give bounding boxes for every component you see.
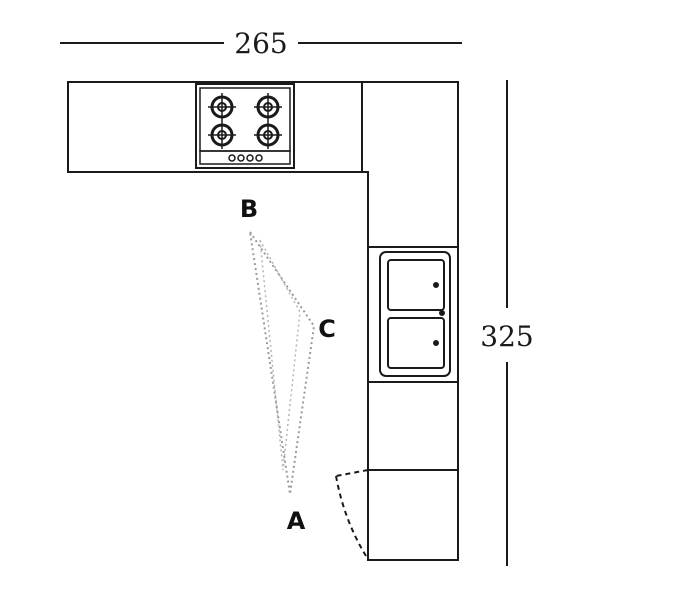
burner-icon [208, 121, 236, 149]
door-swing-icon [335, 469, 369, 557]
point-label-a: A [287, 507, 306, 535]
height-label: 325 [480, 320, 533, 353]
width-dimension: 265 [60, 27, 462, 60]
point-label-c: C [318, 315, 336, 343]
burner-icon [254, 121, 282, 149]
width-label: 265 [234, 27, 287, 60]
knob-icon [228, 154, 263, 162]
height-dimension: 325 [480, 80, 534, 566]
double-sink-icon [379, 251, 451, 377]
gas-cooktop-icon [195, 83, 295, 169]
point-label-b: B [240, 195, 258, 223]
burner-icon [254, 93, 282, 121]
burner-icon [208, 93, 236, 121]
work-triangle [249, 231, 316, 495]
counter-outline [67, 81, 459, 561]
